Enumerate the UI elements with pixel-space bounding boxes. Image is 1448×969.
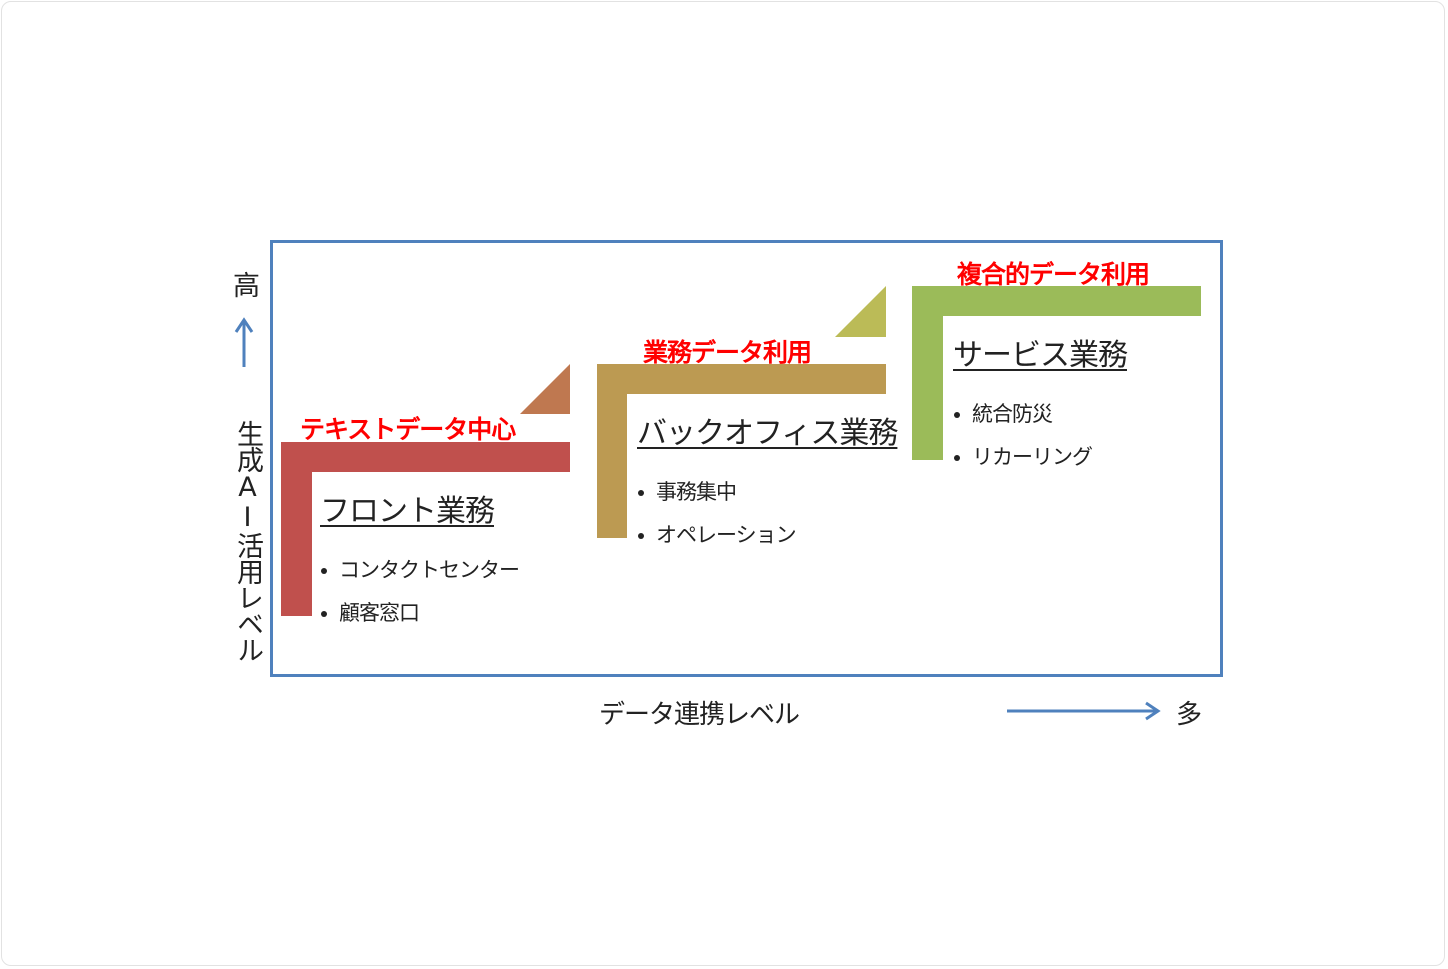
stage-2-title: バックオフィス業務 [637, 416, 898, 451]
stage-3-step-vertical [912, 286, 943, 460]
stage-3-title: サービス業務 [953, 338, 1128, 373]
stage-1-item: コンタクトセンター [321, 554, 520, 584]
stage-2-item: 事務集中 [638, 476, 737, 506]
stage-2-step-horizontal [597, 364, 886, 394]
item-label: 事務集中 [656, 480, 737, 504]
stage-2-corner-triangle [835, 286, 886, 337]
x-axis-arrow [1007, 701, 1161, 721]
y-axis-arrow [234, 317, 254, 367]
bullet-icon [954, 455, 960, 461]
item-label: 統合防災 [972, 402, 1053, 426]
diagram-frame [270, 240, 1223, 677]
stage-3-item: リカーリング [954, 441, 1093, 471]
item-label: オペレーション [656, 523, 797, 547]
stage-1-title: フロント業務 [320, 494, 495, 529]
stage-2-step-vertical [597, 364, 627, 538]
stage-1-item: 顧客窓口 [321, 597, 420, 627]
x-axis-label: データ連携レベル [599, 700, 800, 730]
stage-1-corner-triangle [520, 364, 570, 414]
bullet-icon [638, 490, 644, 496]
stage-2-item: オペレーション [638, 519, 797, 549]
stage-1-step-vertical [281, 442, 312, 616]
bullet-icon [321, 611, 327, 617]
stage-3-step-horizontal [912, 286, 1201, 316]
bullet-icon [638, 533, 644, 539]
bullet-icon [321, 568, 327, 574]
stage-2-tag: 業務データ利用 [643, 338, 812, 367]
x-axis-high-label: 多 [1176, 700, 1203, 730]
stage-3-item: 統合防災 [954, 398, 1053, 428]
bullet-icon [954, 412, 960, 418]
stage-1-tag: テキストデータ中心 [300, 415, 516, 444]
item-label: コンタクトセンター [339, 558, 520, 582]
item-label: リカーリング [972, 445, 1093, 469]
y-axis-label: 生成AI活用レベル [232, 420, 263, 662]
y-axis-high-label: 高 [233, 271, 260, 302]
stage-1-step-horizontal [281, 442, 570, 472]
item-label: 顧客窓口 [339, 601, 420, 625]
stage-3-tag: 複合的データ利用 [957, 260, 1150, 289]
